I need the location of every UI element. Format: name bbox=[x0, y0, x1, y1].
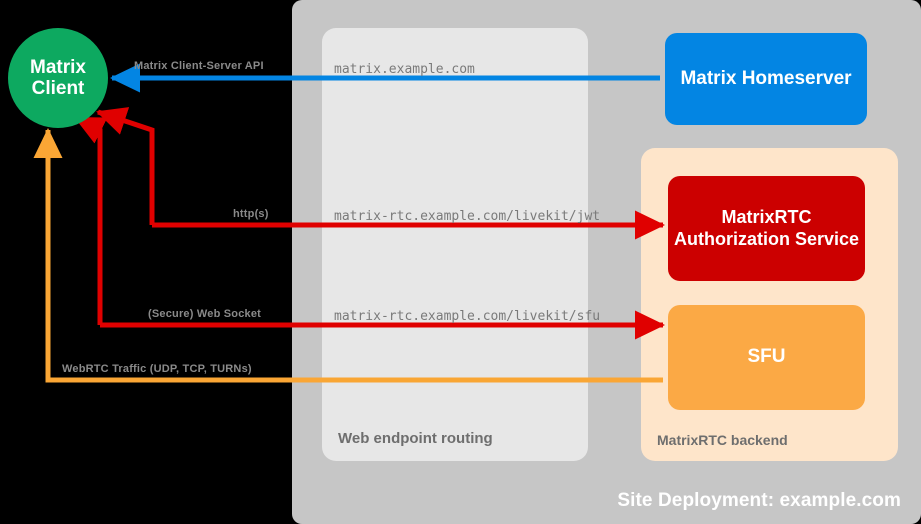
endpoint-url-livekit-sfu: matrix-rtc.example.com/livekit/sfu bbox=[334, 309, 601, 324]
label-secure-web-socket: (Secure) Web Socket bbox=[148, 308, 262, 320]
wire-https-return bbox=[96, 107, 155, 225]
node-matrix-homeserver[interactable]: Matrix Homeserver bbox=[665, 33, 867, 125]
endpoint-url-livekit-jwt: matrix-rtc.example.com/livekit/jwt bbox=[334, 209, 601, 224]
web-endpoint-routing-container: Web endpoint routing bbox=[322, 28, 588, 461]
label-matrix-client-server-api: Matrix Client-Server API bbox=[134, 60, 264, 72]
node-matrix-client-line2: Client bbox=[31, 78, 85, 99]
web-endpoint-routing-label: Web endpoint routing bbox=[338, 430, 493, 447]
wire-webrtc-traffic bbox=[33, 127, 663, 383]
label-webrtc-traffic: WebRTC Traffic (UDP, TCP, TURNs) bbox=[62, 363, 252, 375]
site-deployment-label: Site Deployment: example.com bbox=[617, 490, 901, 511]
node-sfu[interactable]: SFU bbox=[668, 305, 865, 410]
node-matrixrtc-authorization-service[interactable]: MatrixRTC Authorization Service bbox=[668, 176, 865, 281]
node-matrix-client-line1: Matrix bbox=[30, 56, 86, 78]
label-https: http(s) bbox=[233, 208, 269, 220]
matrixrtc-backend-label: MatrixRTC backend bbox=[657, 432, 788, 448]
endpoint-url-matrix: matrix.example.com bbox=[334, 62, 475, 77]
wire-websocket-return bbox=[74, 115, 108, 325]
node-matrix-client[interactable]: Matrix Client bbox=[8, 28, 108, 128]
